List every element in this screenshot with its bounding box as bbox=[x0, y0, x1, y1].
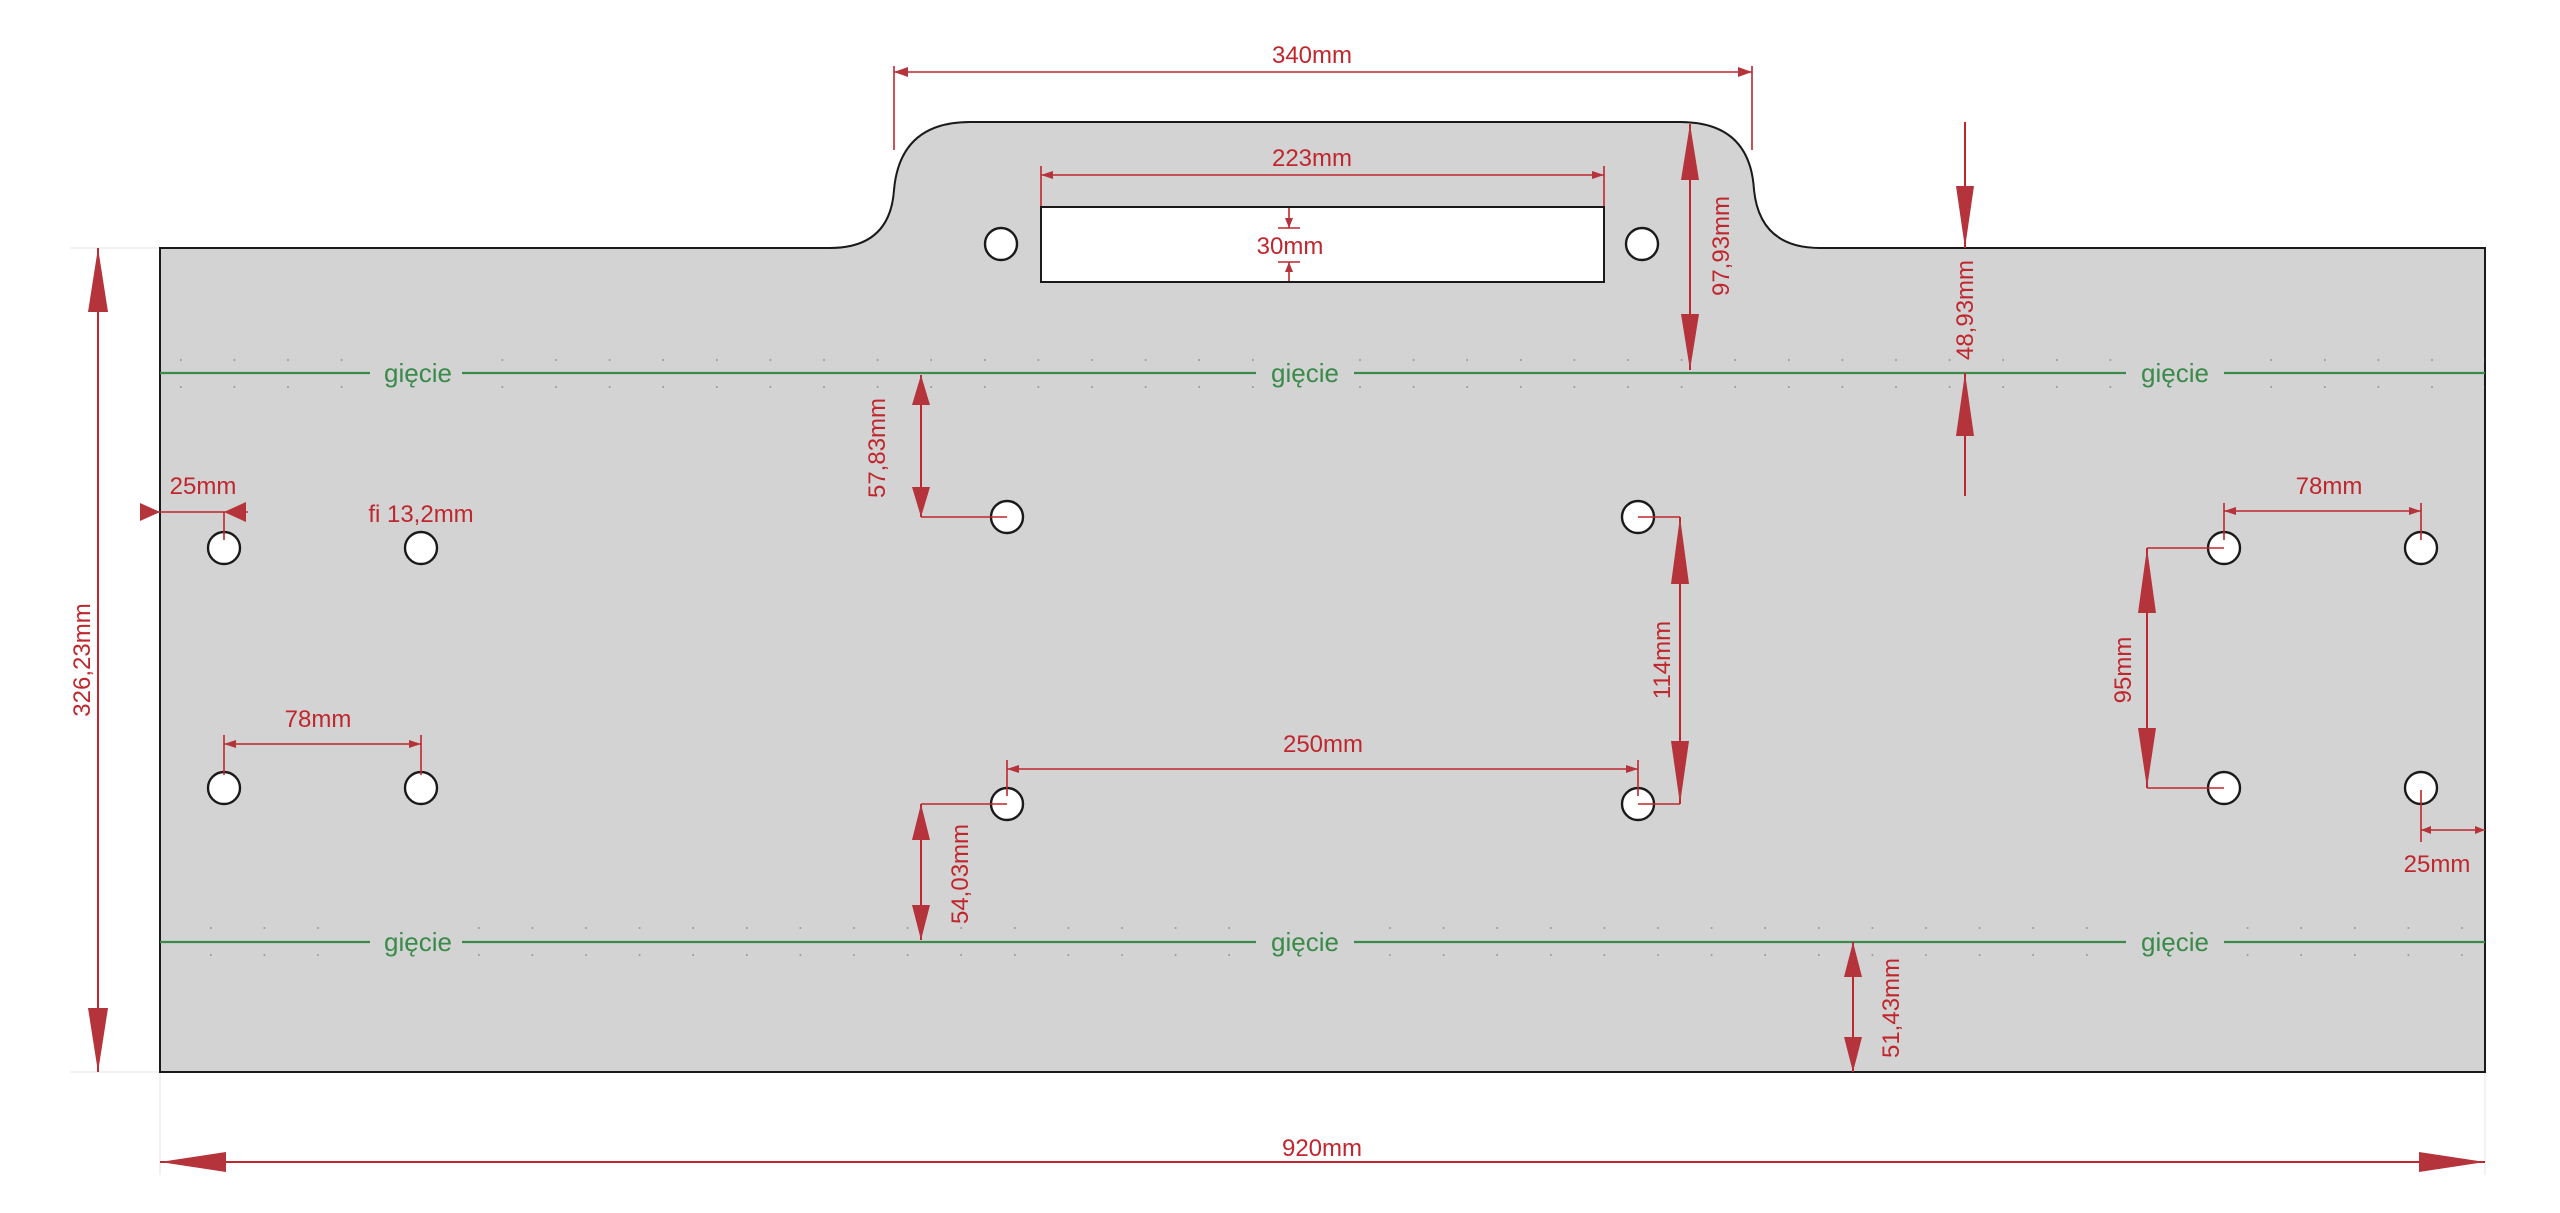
dimension-slot-width: 223mm bbox=[1040, 145, 1605, 206]
hole bbox=[403, 530, 439, 566]
dimension-bottom-bend-offset: 51,43mm bbox=[1844, 942, 1905, 1072]
svg-text:78mm: 78mm bbox=[285, 706, 352, 733]
svg-text:25mm: 25mm bbox=[170, 473, 237, 500]
dimension-tab-width: 340mm bbox=[893, 42, 1753, 150]
svg-text:30mm: 30mm bbox=[1257, 233, 1324, 260]
svg-text:340mm: 340mm bbox=[1272, 42, 1352, 69]
bend-label: gięcie bbox=[384, 927, 452, 957]
dimension-right-vertical: 95mm bbox=[2110, 547, 2224, 789]
dimension-edge-right: 25mm bbox=[2404, 790, 2485, 878]
dimension-bend-to-hole: 57,83mm bbox=[864, 375, 1007, 518]
rectangular-slot bbox=[1040, 206, 1605, 283]
bend-label: gięcie bbox=[384, 358, 452, 388]
svg-text:250mm: 250mm bbox=[1283, 731, 1363, 758]
dimension-edge-left: 25mm bbox=[140, 473, 248, 540]
dimension-slot-height: 30mm bbox=[1257, 208, 1324, 281]
dimension-hole-to-bend-bottom: 54,03mm bbox=[912, 803, 1007, 940]
svg-text:54,03mm: 54,03mm bbox=[947, 824, 974, 924]
svg-text:920mm: 920mm bbox=[1282, 1135, 1362, 1162]
svg-text:57,83mm: 57,83mm bbox=[864, 398, 891, 498]
svg-text:97,93mm: 97,93mm bbox=[1708, 196, 1735, 296]
bend-label: gięcie bbox=[2141, 927, 2209, 957]
dimension-center-hole-spacing: 250mm bbox=[1006, 731, 1639, 796]
bend-label: gięcie bbox=[1271, 358, 1339, 388]
svg-text:326,23mm: 326,23mm bbox=[69, 603, 96, 716]
sheet-metal-plate bbox=[159, 121, 2486, 1073]
svg-text:114mm: 114mm bbox=[1649, 621, 1676, 699]
hole bbox=[1624, 226, 1660, 262]
hole-diameter-label: fi 13,2mm bbox=[368, 501, 473, 528]
dimension-tab-to-bend: 97,93mm bbox=[1681, 124, 1735, 370]
dimension-overall-width: 920mm bbox=[160, 1135, 2485, 1172]
svg-text:51,43mm: 51,43mm bbox=[1878, 958, 1905, 1058]
bend-label: gięcie bbox=[2141, 358, 2209, 388]
svg-text:95mm: 95mm bbox=[2110, 637, 2137, 704]
hole bbox=[403, 770, 439, 806]
hole bbox=[983, 226, 1019, 262]
dimension-top-to-bend: 48,93mm bbox=[1952, 122, 1979, 496]
dimension-overall-height: 326,23mm bbox=[69, 248, 108, 1072]
svg-text:223mm: 223mm bbox=[1272, 145, 1352, 172]
dimension-center-vertical: 114mm bbox=[1638, 516, 1689, 805]
svg-text:48,93mm: 48,93mm bbox=[1952, 260, 1979, 360]
bend-label: gięcie bbox=[1271, 927, 1339, 957]
hole bbox=[206, 770, 242, 806]
dimension-right-hole-spacing: 78mm bbox=[2223, 473, 2422, 540]
svg-text:25mm: 25mm bbox=[2404, 851, 2471, 878]
dimension-left-hole-spacing: 78mm bbox=[223, 706, 422, 775]
svg-text:78mm: 78mm bbox=[2296, 473, 2363, 500]
